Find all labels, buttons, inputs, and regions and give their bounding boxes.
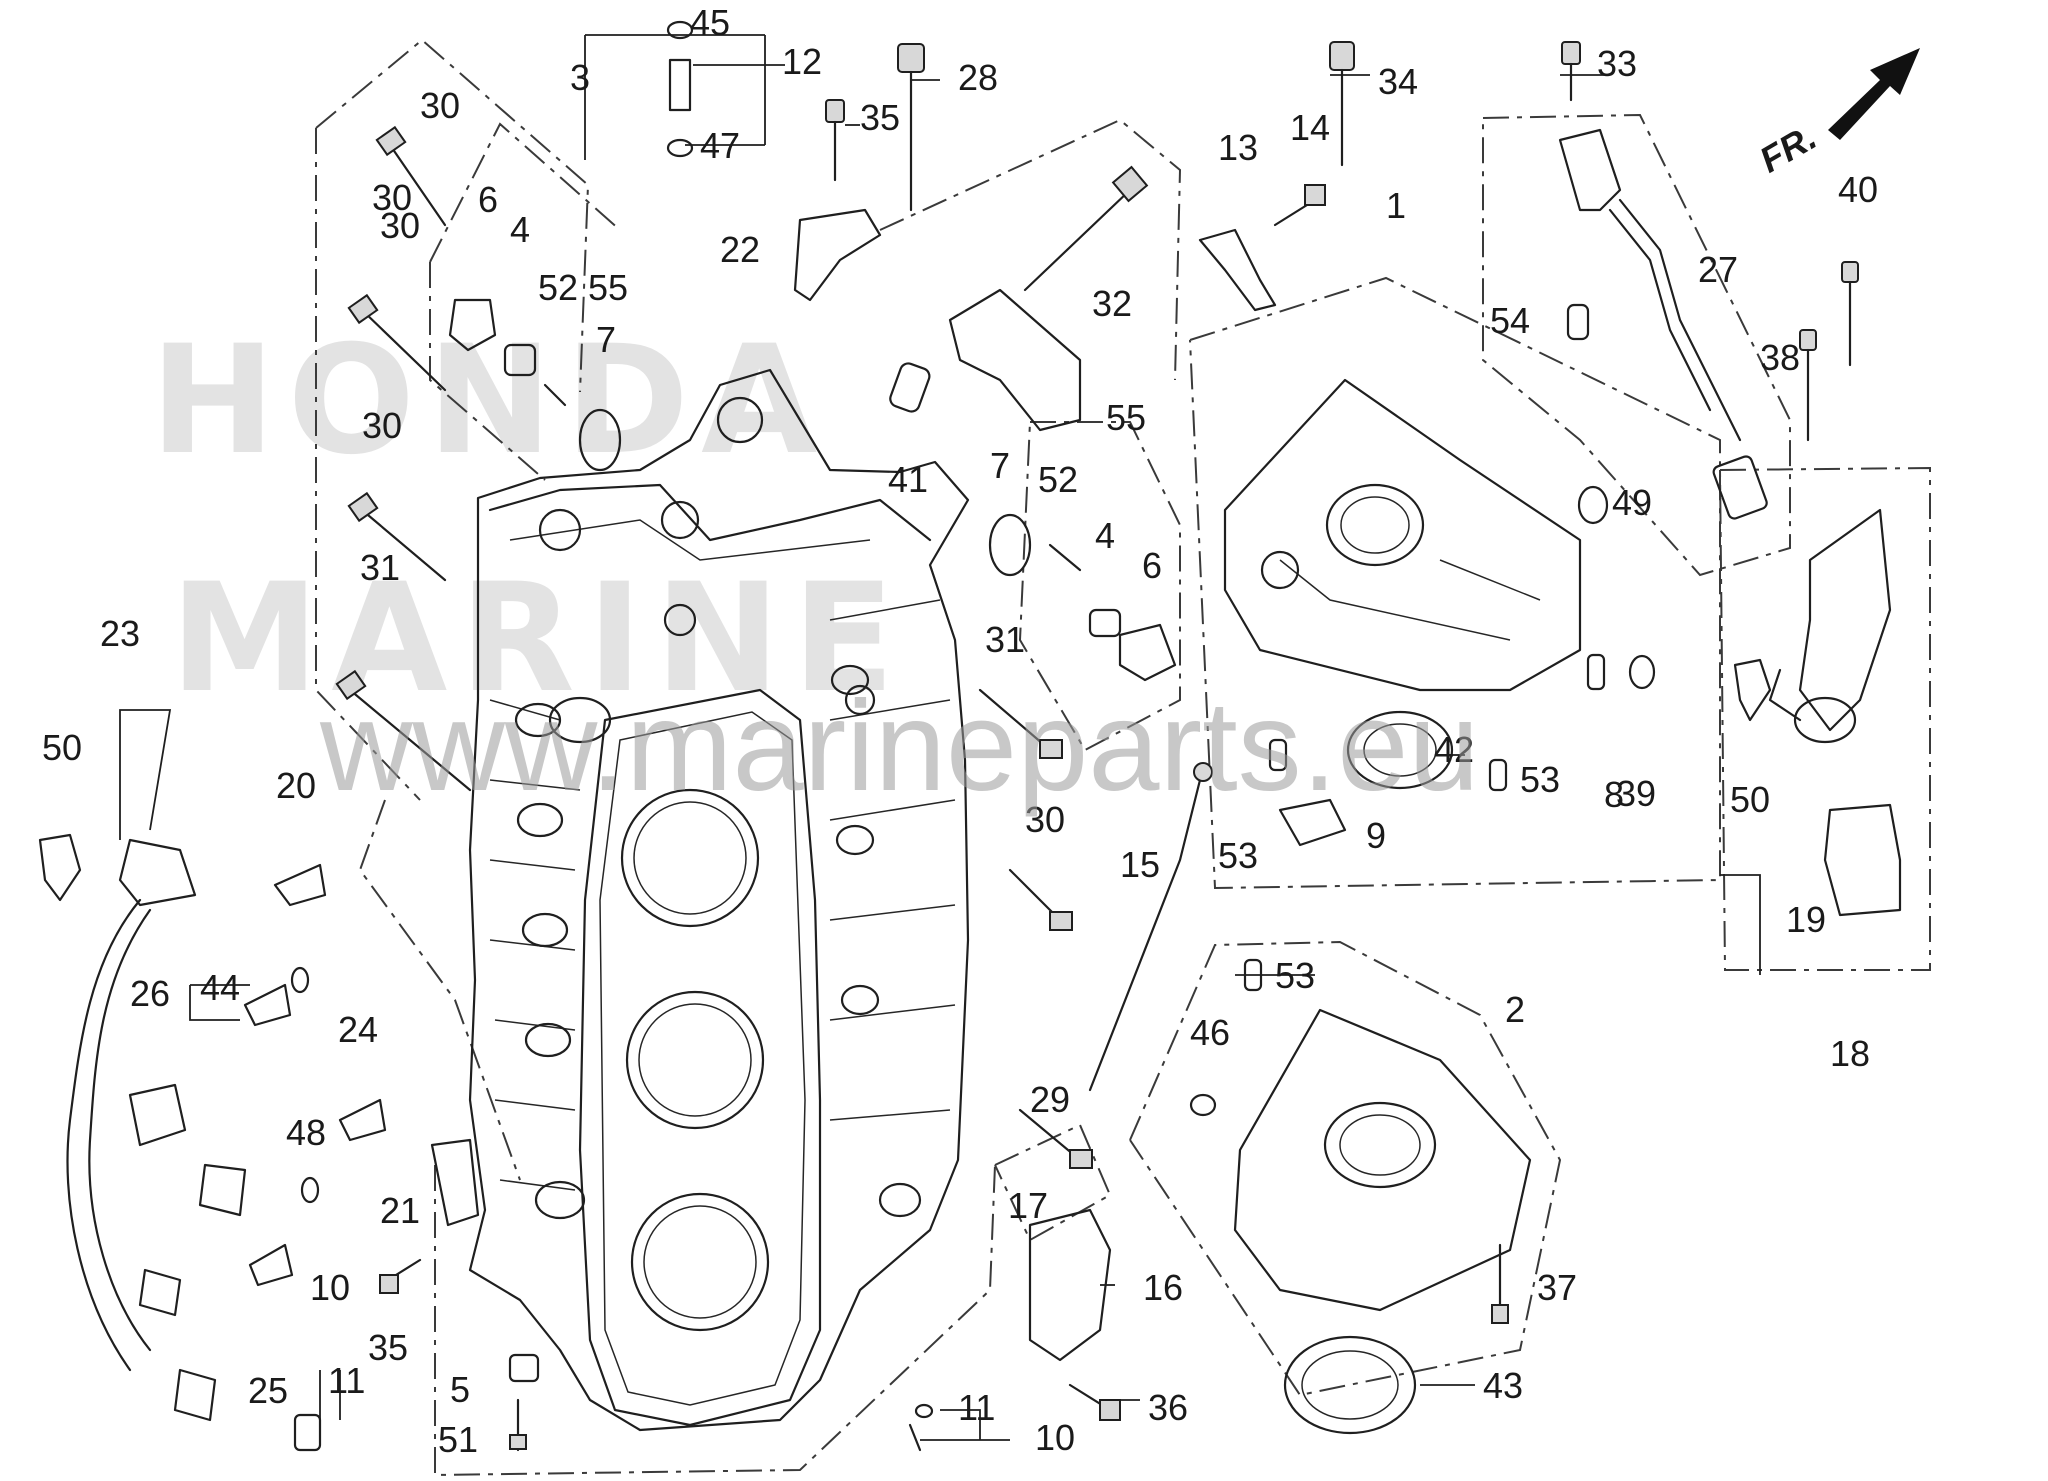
callout-label: 30 <box>420 85 460 126</box>
watermark-url: www.marineparts.eu <box>319 675 1480 818</box>
callout-label: 4 <box>1095 515 1115 556</box>
callout-label: 16 <box>1143 1267 1183 1308</box>
callout-label: 2 <box>1505 989 1525 1030</box>
callout-label: 32 <box>1092 283 1132 324</box>
callout-label: 14 <box>1290 107 1330 148</box>
callout-label: 52 <box>538 267 578 308</box>
callout-label: 52 <box>1038 459 1078 500</box>
callout-label: 35 <box>368 1327 408 1368</box>
cylinder-block <box>468 368 970 1432</box>
callout-label: 3 <box>570 57 590 98</box>
callout-label: 33 <box>1597 43 1637 84</box>
callout-label: 50 <box>42 727 82 768</box>
front-arrow-icon <box>1828 48 1920 140</box>
callout-label: 53 <box>1275 955 1315 996</box>
callout-label: 17 <box>1008 1185 1048 1226</box>
callout-label: 11 <box>328 1360 365 1401</box>
callout-label: 4 <box>510 209 530 250</box>
callout-label: 47 <box>700 125 740 166</box>
callout-label: 22 <box>720 229 760 270</box>
group-outlines <box>315 38 1931 1477</box>
callout-label: 8 <box>1604 774 1624 815</box>
callout-label: 36 <box>1148 1387 1188 1428</box>
callout-label: 30 <box>362 405 402 446</box>
callout-label: 30 <box>1025 799 1065 840</box>
callout-label: 34 <box>1378 61 1418 102</box>
direction-label: FR. <box>1753 116 1824 181</box>
callout-label: 44 <box>200 967 240 1008</box>
callout-label: 7 <box>596 319 616 360</box>
callout-label: 28 <box>958 57 998 98</box>
exploded-parts <box>38 20 1920 1452</box>
callout-label: 27 <box>1698 249 1738 290</box>
callout-label: 43 <box>1483 1365 1523 1406</box>
callout-label: 40 <box>1838 169 1878 210</box>
callout-label: 5 <box>450 1369 470 1410</box>
callout-label: 53 <box>1520 759 1560 800</box>
leader-lines <box>119 34 1761 1441</box>
callout-label: 45 <box>690 2 730 43</box>
callout-label: 30 <box>380 205 420 246</box>
callout-label: 48 <box>286 1112 326 1153</box>
callout-label: 6 <box>478 179 498 220</box>
callout-label: 55 <box>588 267 628 308</box>
callout-label: 9 <box>1366 815 1386 856</box>
callout-label: 54 <box>1490 300 1530 341</box>
callout-label: 39 <box>1616 773 1656 814</box>
callout-label: 49 <box>1612 482 1652 523</box>
callout-label: 55 <box>1106 397 1146 438</box>
callout-label: 31 <box>985 619 1025 660</box>
callout-label: 25 <box>248 1370 288 1411</box>
callout-label: 21 <box>380 1190 420 1231</box>
callout-label: 1 <box>1386 185 1406 226</box>
callout-label: 10 <box>310 1267 350 1308</box>
callout-label: 37 <box>1537 1267 1577 1308</box>
callout-label: 13 <box>1218 127 1258 168</box>
callout-label: 23 <box>100 613 140 654</box>
callout-label: 18 <box>1830 1033 1870 1074</box>
callout-label: 12 <box>782 41 822 82</box>
callout-label: 11 <box>958 1387 995 1428</box>
callout-label: 10 <box>1035 1417 1075 1458</box>
callout-label: 30 <box>372 177 412 218</box>
callout-label: 50 <box>1730 779 1770 820</box>
callout-label: 31 <box>360 547 400 588</box>
callout-label: 46 <box>1190 1012 1230 1053</box>
callout-label: 24 <box>338 1009 378 1050</box>
callout-label: 15 <box>1120 844 1160 885</box>
callout-label: 53 <box>1218 835 1258 876</box>
callout-label: 38 <box>1760 337 1800 378</box>
callout-label: 29 <box>1030 1079 1070 1120</box>
callout-label: 6 <box>1142 545 1162 586</box>
callout-label: 20 <box>276 765 316 806</box>
watermark-brand: HONDA <box>150 314 829 488</box>
callout-label: 35 <box>860 97 900 138</box>
watermark-sub: MARINE <box>170 552 907 726</box>
callout-label: 42 <box>1434 729 1474 770</box>
callout-label: 19 <box>1786 899 1826 940</box>
callout-label: 51 <box>438 1419 478 1460</box>
callout-label: 7 <box>990 445 1010 486</box>
callout-label: 26 <box>130 973 170 1014</box>
callout-label: 41 <box>888 459 928 500</box>
